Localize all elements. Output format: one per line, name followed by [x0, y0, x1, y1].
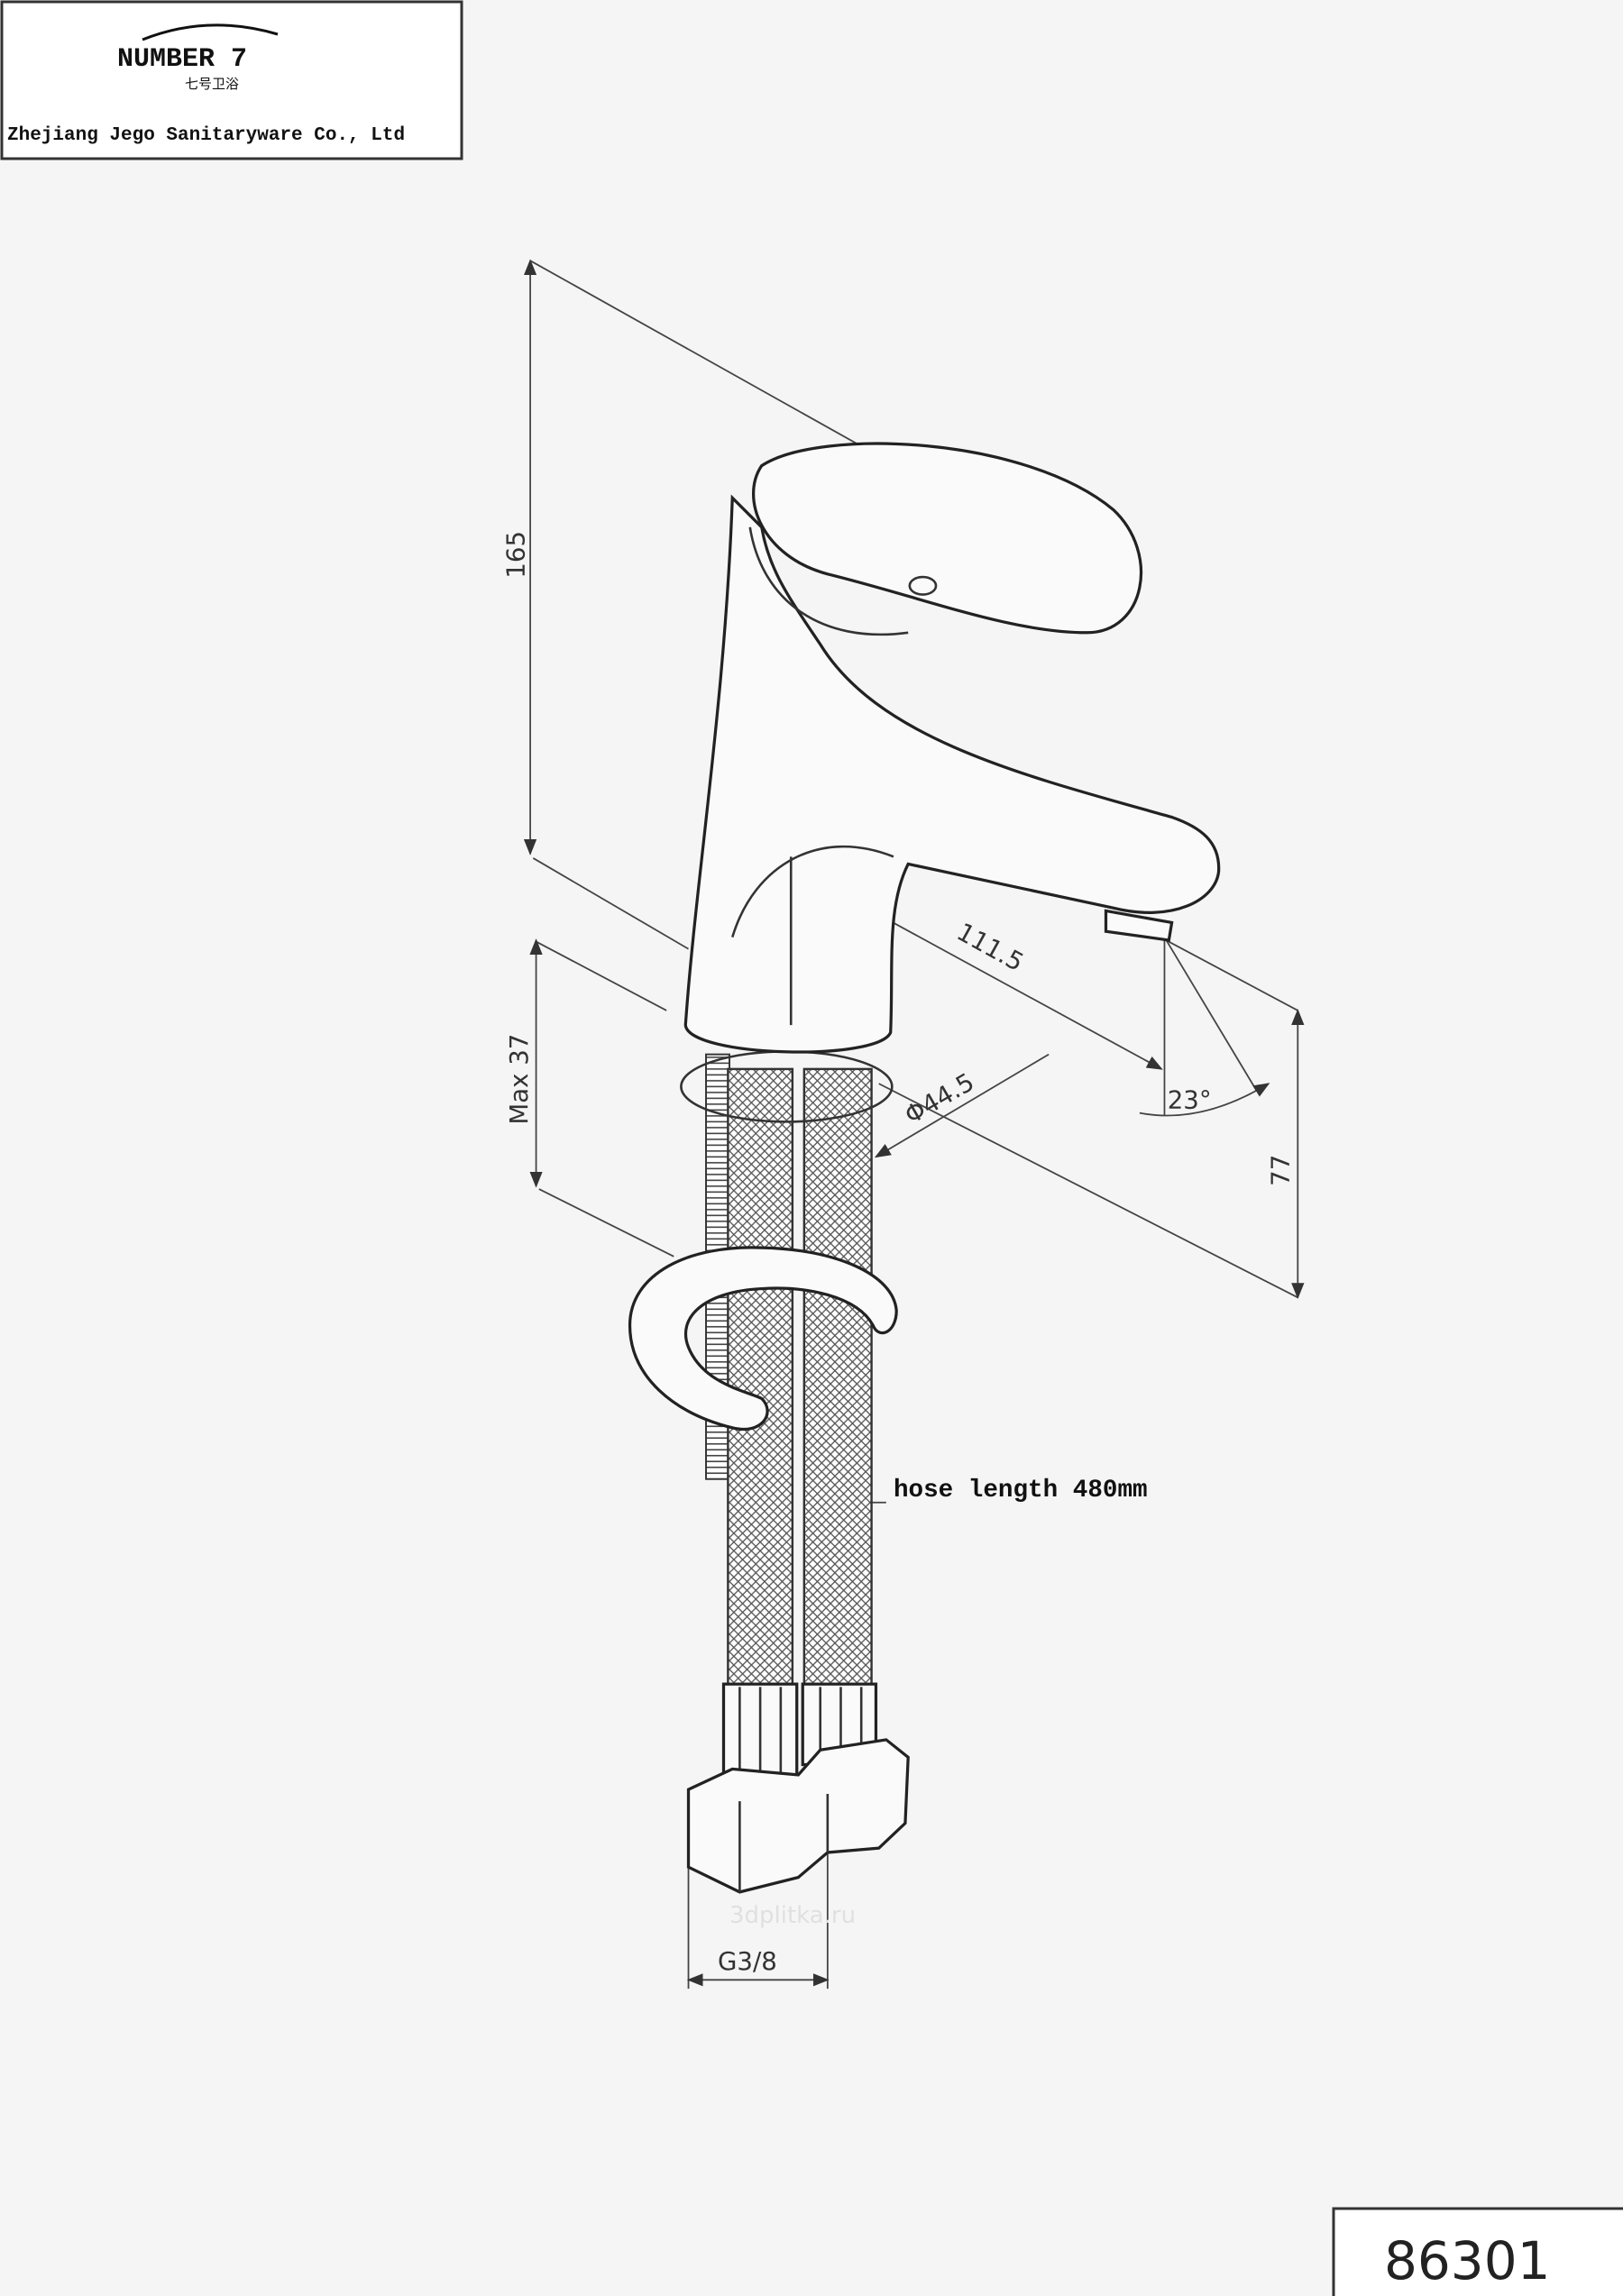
watermark: 3dplitka.ru: [729, 1902, 856, 1929]
dimension-lines: [523, 259, 1305, 1990]
model-number: 86301: [1384, 2230, 1551, 2291]
title-block: NUMBER 7 七号卫浴 Zhejiang Jego Sanitaryware…: [0, 0, 463, 160]
dim-thread: G3/8: [718, 1946, 777, 1976]
dim-spout-angle: 23°: [1168, 1085, 1212, 1115]
mounting-plate: [628, 1246, 898, 1432]
faucet-body: [680, 442, 1221, 1123]
hose-left: [727, 1067, 794, 1693]
company-name: Zhejiang Jego Sanitaryware Co., Ltd: [7, 125, 405, 146]
model-number-box: 86301: [1332, 2207, 1623, 2296]
dim-height: 165: [501, 531, 531, 579]
handle-pin-icon: [908, 575, 938, 596]
dim-base-diameter: Φ44.5: [899, 1066, 979, 1130]
logo-text: NUMBER 7: [117, 44, 247, 75]
dim-spout-height: 77: [1266, 1155, 1296, 1186]
hose-right: [802, 1067, 873, 1693]
dim-spout-reach: 111.5: [952, 917, 1029, 977]
hose-length-label: hose length 480mm: [894, 1477, 1148, 1505]
dim-max-deck: Max 37: [504, 1034, 534, 1125]
logo-arc: [142, 23, 279, 41]
logo-subtitle: 七号卫浴: [185, 76, 239, 92]
lever-handle: [752, 442, 1142, 635]
